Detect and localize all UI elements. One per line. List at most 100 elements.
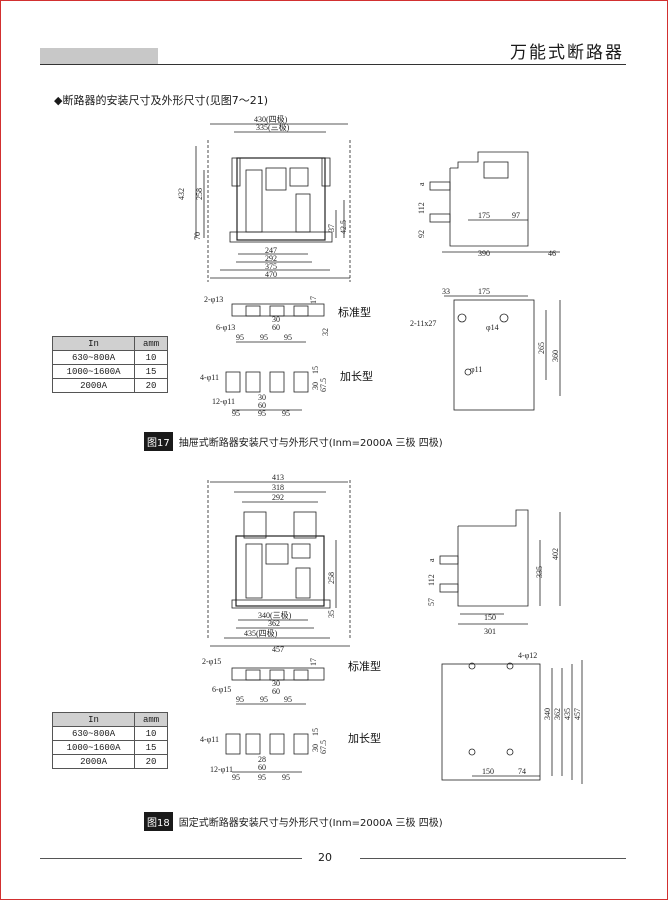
dim-label: 175 (478, 211, 490, 220)
dim-label: 430(四极) (254, 114, 288, 124)
dim-label: 150 (482, 767, 494, 776)
dim-label: 42.5 (339, 220, 348, 234)
dim-label: 92 (417, 230, 426, 238)
fig18-extended-terminal (225, 733, 309, 773)
dim-label: 30 (311, 744, 320, 752)
dim-label: 70 (193, 232, 202, 240)
dim-label: 457 (272, 645, 284, 654)
fig17-side-dim-labels: a 112 92 175 97 390 46 (417, 182, 556, 258)
dim-label: 6-φ13 (216, 323, 235, 332)
dim-label: 74 (518, 767, 526, 776)
dim-label: 15 (311, 728, 320, 736)
dim-label: 67.5 (319, 740, 328, 754)
table-cell: 20 (134, 378, 168, 393)
fig18-mounting-plan (441, 660, 583, 784)
standard-type-label: 标准型 (348, 659, 381, 673)
table-cell: 2000A (51, 378, 136, 393)
dim-label: 2-11x27 (410, 319, 436, 328)
table-header-cell: amm (134, 712, 168, 727)
dim-label: 301 (484, 627, 496, 636)
dim-label: 2-φ13 (204, 295, 223, 304)
dim-label: 4-φ11 (200, 735, 219, 744)
header-bar (40, 48, 158, 64)
dim-label: 175 (478, 287, 490, 296)
table-row: 2000A 20 (51, 378, 168, 393)
dim-label: 33 (442, 287, 450, 296)
dim-label: 60 (258, 763, 266, 772)
dim-label: 30 (258, 393, 266, 402)
dim-label: 95 (232, 773, 240, 782)
page-number: 20 (318, 851, 332, 864)
dim-label: φ11 (470, 365, 482, 374)
fig18-mounting-labels: 4-φ12 340 362 435 457 150 74 (482, 651, 582, 776)
fig17-mounting-labels: 33 175 2-11x27 φ14 265 360 φ11 (410, 287, 560, 374)
dim-label: a (427, 558, 436, 562)
fig18-standard-terminal (231, 667, 325, 705)
dim-label: 95 (258, 773, 266, 782)
fig17-rating-table: In amm 630~800A 10 1000~1600A 15 2000A 2… (51, 336, 168, 393)
dim-label: 97 (512, 211, 520, 220)
dim-label: 95 (236, 333, 244, 342)
header-rule (40, 64, 626, 65)
table-cell: 2000A (51, 754, 136, 769)
table-row: 1000~1600A 15 (51, 364, 168, 379)
dim-label: 60 (258, 401, 266, 410)
dim-label: 360 (551, 350, 560, 362)
dim-label: 435(四极) (244, 628, 278, 638)
fig17-side-view (429, 151, 560, 253)
dim-label: 292 (265, 254, 277, 263)
dim-label: 95 (258, 409, 266, 418)
dim-label: 292 (272, 493, 284, 502)
dim-label: 413 (272, 473, 284, 482)
dim-label: 6-φ15 (212, 685, 231, 694)
fig17-front-dim-labels: 430(四极) 335(三极) 432 258 70 37 42.5 247 2… (177, 114, 348, 279)
table-header-cell: In (51, 712, 136, 727)
table-cell: 1000~1600A (51, 364, 136, 379)
dim-label: 318 (272, 483, 284, 492)
table-header-cell: In (51, 336, 136, 351)
dim-label: 362 (553, 708, 562, 720)
fig17-extended-labels: 4-φ11 12-φ11 95 95 95 30 60 15 30 67.5 加… (200, 366, 373, 418)
dim-label: 15 (311, 366, 320, 374)
fig17-standard-terminal (231, 303, 325, 343)
dim-label: 28 (258, 755, 266, 764)
dim-label: 95 (260, 333, 268, 342)
dim-label: 95 (260, 695, 268, 704)
table-row: 2000A 20 (51, 754, 168, 769)
dim-label: a (417, 182, 426, 186)
dim-label: 258 (327, 572, 336, 584)
dim-label: 12-φ11 (210, 765, 233, 774)
fig18-front-dim-labels: 413 318 292 258 340(三极) 362 435(四极) 457 … (244, 473, 336, 654)
dim-label: 30 (272, 315, 280, 324)
table-cell: 630~800A (51, 350, 136, 365)
dim-label: 17 (309, 296, 318, 304)
dim-label: 340 (543, 708, 552, 720)
dim-label: 95 (284, 333, 292, 342)
fig18-side-view (439, 509, 561, 625)
fig17-front-view (195, 123, 351, 282)
dim-label: φ14 (486, 323, 499, 332)
dim-label: 4-φ11 (200, 373, 219, 382)
fig17-standard-labels: 2-φ13 17 6-φ13 95 95 95 30 60 32 标准型 (204, 295, 371, 342)
footer-rule-right (360, 858, 626, 859)
dim-label: 35 (327, 610, 336, 618)
dim-label: 46 (548, 249, 556, 258)
fig18-number: 图18 (144, 812, 173, 831)
table-header-row: In amm (51, 712, 168, 727)
dim-label: 265 (537, 342, 546, 354)
dim-label: 375 (265, 262, 277, 271)
dim-label: 112 (417, 202, 426, 214)
table-row: 630~800A 10 (51, 350, 168, 365)
table-cell: 10 (134, 350, 168, 365)
dim-label: 247 (265, 246, 277, 255)
dim-label: 258 (195, 188, 204, 200)
table-cell: 15 (134, 740, 168, 755)
dim-label: 390 (478, 249, 490, 258)
dim-label: 457 (573, 708, 582, 720)
dim-label: 12-φ11 (212, 397, 235, 406)
table-cell: 15 (134, 364, 168, 379)
dim-label: 60 (272, 323, 280, 332)
